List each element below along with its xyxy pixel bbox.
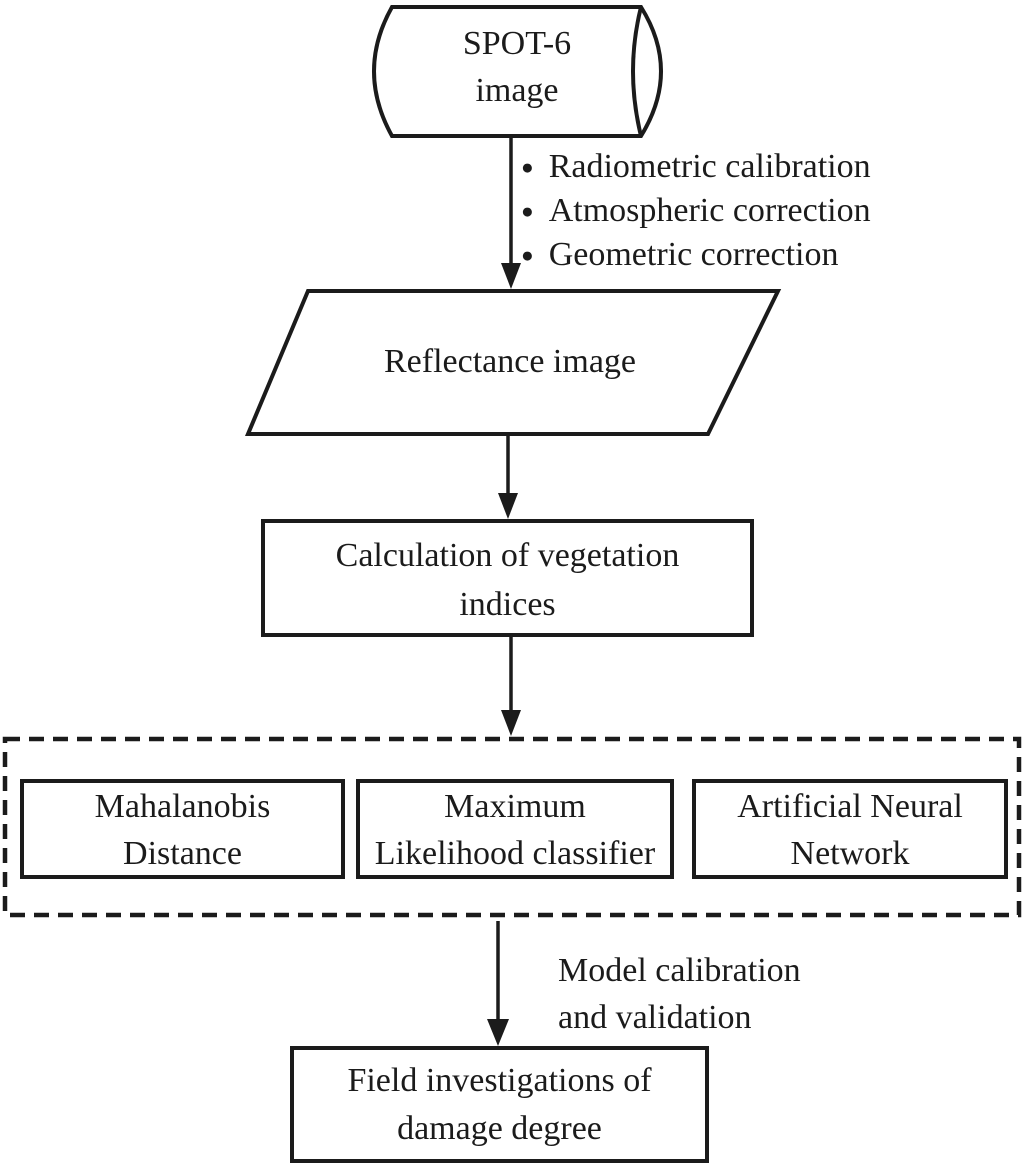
bullet-icon: ● [521, 155, 534, 179]
preprocessing-step: ● Geometric correction [521, 233, 871, 277]
parallelogram-shape [244, 289, 782, 436]
arrow-head-icon [501, 263, 521, 289]
bullet-icon: ● [521, 199, 534, 223]
classifier-box-mahalanobis [20, 779, 345, 879]
preprocessing-step-label: Radiometric calibration [548, 148, 871, 185]
reflectance-node-label: Reflectance image [383, 343, 636, 380]
vegetation-indices-box [261, 519, 754, 637]
bullet-icon: ● [521, 243, 534, 267]
arrow-source-to-reflectance [501, 138, 521, 289]
classifiers-dashed-container [2, 736, 1022, 918]
arrow-indices-to-classifiers [501, 637, 521, 736]
cylinder-lens-arc [631, 6, 643, 137]
arrow-head-icon [487, 1019, 509, 1046]
preprocessing-step: ● Radiometric calibration [521, 145, 871, 189]
arrow-head-icon [501, 710, 521, 736]
preprocessing-list: ● Radiometric calibration ● Atmospheric co… [521, 145, 871, 277]
field-investigations-box [290, 1046, 709, 1163]
classifier-label-maximum-likelihood: Maximum Likelihood classifier [374, 788, 656, 872]
classifier-label-mahalanobis: Mahalanobis Distance [94, 788, 271, 872]
preprocessing-step-label: Atmospheric correction [548, 192, 871, 229]
arrow-head-icon [498, 493, 518, 519]
model-calibration-edge-label: Model calibration and validation [558, 952, 801, 1036]
classifier-label-ann: Artificial Neural Network [737, 788, 963, 872]
classifier-box-maximum-likelihood [356, 779, 674, 879]
field-investigations-label: Field investigations of damage degree [347, 1062, 652, 1147]
arrow-reflectance-to-indices [498, 436, 518, 519]
arrow-classifiers-to-field [487, 921, 509, 1046]
source-node-label: SPOT-6 image [462, 25, 572, 109]
preprocessing-step: ● Atmospheric correction [521, 189, 871, 233]
vegetation-indices-label: Calculation of vegetation indices [335, 537, 680, 623]
classifier-box-ann [692, 779, 1008, 879]
preprocessing-step-label: Geometric correction [548, 236, 839, 273]
